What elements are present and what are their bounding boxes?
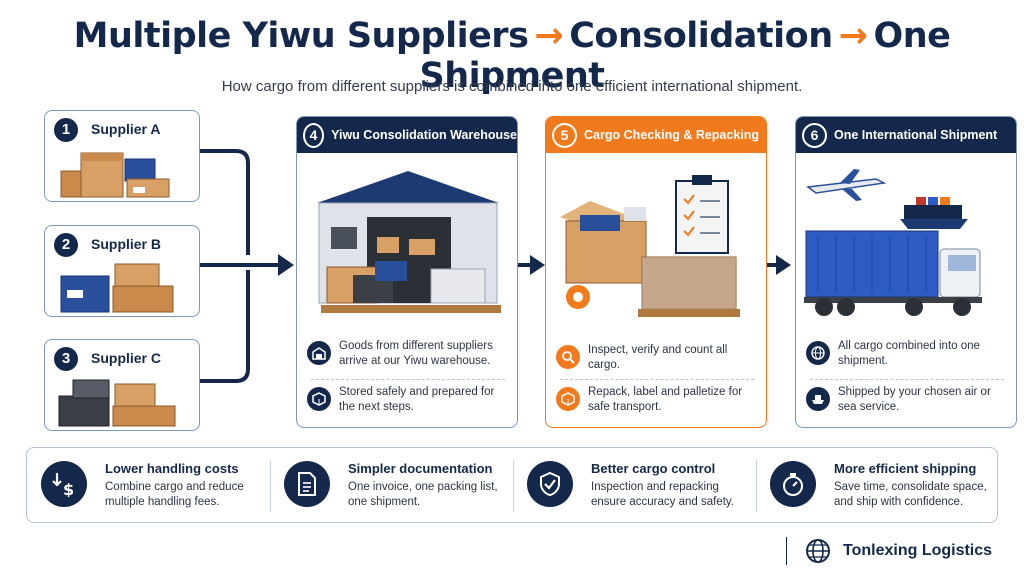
title-part2: Consolidation	[569, 16, 833, 56]
benefit-title: More efficient shipping	[834, 461, 977, 476]
supplier-label: Supplier A	[91, 121, 161, 137]
benefit-documentation: Simpler documentation One invoice, one p…	[270, 448, 513, 524]
supplier-number: 2	[54, 233, 78, 257]
benefit-description: Combine cargo and reduce multiple handli…	[105, 481, 244, 508]
stopwatch-icon	[770, 461, 816, 507]
magnifier-icon	[556, 345, 580, 369]
box-icon	[307, 387, 331, 411]
arrow-to-panel-6	[776, 255, 791, 275]
benefit-description: Save time, consolidate space, and ship w…	[834, 481, 987, 508]
wrapped-packages-icon	[58, 379, 176, 427]
feature-item: Stored safely and prepared for the next …	[307, 385, 507, 415]
separator	[270, 460, 271, 512]
feature-text: Goods from different suppliers arrive at…	[339, 340, 493, 367]
panel-consolidation-warehouse: 4 Yiwu Consolidation Warehouse Goods fro…	[296, 116, 518, 428]
benefit-lower-costs: $ Lower handling costs Combine cargo and…	[27, 448, 270, 524]
connector-supplier-a	[200, 149, 250, 255]
panel-title: One International Shipment	[834, 128, 998, 142]
feature-text: Stored safely and prepared for the next …	[339, 386, 495, 413]
panel-cargo-checking: 5 Cargo Checking & Repacking Inspect, ve…	[545, 116, 767, 428]
cost-down-icon: $	[41, 461, 87, 507]
supplier-label: Supplier C	[91, 350, 162, 366]
feature-text: All cargo combined into one shipment.	[838, 340, 980, 367]
arrow-to-panel-4	[278, 254, 294, 276]
title-arrow-2: →	[838, 16, 868, 56]
panel-header: 4 Yiwu Consolidation Warehouse	[297, 117, 517, 153]
brand-footer: Tonlexing Logistics	[786, 536, 992, 566]
step-number: 5	[552, 122, 577, 148]
feature-item: All cargo combined into one shipment.	[806, 339, 1006, 369]
feature-text: Inspect, verify and count all cargo.	[588, 344, 728, 371]
divider	[311, 379, 505, 380]
supplier-number: 3	[54, 347, 78, 371]
divider	[810, 379, 1004, 380]
feature-item: Shipped by your chosen air or sea servic…	[806, 385, 1006, 415]
blue-and-brown-boxes-icon	[60, 263, 174, 313]
separator	[756, 460, 757, 512]
supplier-label: Supplier B	[91, 236, 162, 252]
cardboard-boxes-icon	[60, 152, 170, 198]
svg-text:$: $	[63, 480, 74, 497]
supplier-card-a: 1 Supplier A	[44, 110, 200, 202]
benefit-description: Inspection and repacking ensure accuracy…	[591, 481, 734, 508]
brand-divider	[786, 537, 787, 565]
title-part3: One Shipment	[419, 16, 951, 96]
supplier-card-c: 3 Supplier C	[44, 339, 200, 431]
benefit-title: Lower handling costs	[105, 461, 239, 476]
globe-icon	[806, 341, 830, 365]
panel-header: 6 One International Shipment	[796, 117, 1016, 153]
repacking-illustration	[560, 175, 740, 317]
panel-header: 5 Cargo Checking & Repacking	[546, 117, 766, 153]
supplier-card-b: 2 Supplier B	[44, 225, 200, 317]
box-icon	[556, 387, 580, 411]
document-icon	[284, 461, 330, 507]
separator	[513, 460, 514, 512]
benefit-description: One invoice, one packing list, one shipm…	[348, 481, 498, 508]
supplier-number: 1	[54, 118, 78, 142]
benefit-title: Simpler documentation	[348, 461, 493, 476]
benefit-cargo-control: Better cargo control Inspection and repa…	[513, 448, 756, 524]
title-part1: Multiple Yiwu Suppliers	[73, 16, 529, 56]
feature-item: Goods from different suppliers arrive at…	[307, 339, 507, 369]
feature-text: Repack, label and palletize for safe tra…	[588, 386, 743, 413]
panel-international-shipment: 6 One International Shipment All cargo c…	[795, 116, 1017, 428]
arrow-to-panel-5	[530, 255, 545, 275]
shield-check-icon	[527, 461, 573, 507]
divider	[560, 379, 754, 380]
feature-item: Repack, label and palletize for safe tra…	[556, 385, 756, 415]
benefit-title: Better cargo control	[591, 461, 716, 476]
step-number: 4	[303, 122, 325, 148]
page-title: Multiple Yiwu Suppliers→Consolidation→On…	[0, 16, 1024, 96]
shipment-illustration	[804, 169, 982, 316]
panel-title: Cargo Checking & Repacking	[584, 128, 760, 142]
page-subtitle: How cargo from different suppliers is co…	[221, 78, 803, 95]
benefits-bar: $ Lower handling costs Combine cargo and…	[26, 447, 998, 523]
step-number: 6	[802, 122, 827, 148]
brand-name: Tonlexing Logistics	[843, 542, 993, 559]
benefit-efficient-shipping: More efficient shipping Save time, conso…	[756, 448, 999, 524]
warehouse-illustration	[317, 171, 501, 313]
panel-title: Yiwu Consolidation Warehouse	[331, 128, 517, 142]
title-arrow-1: →	[534, 16, 564, 56]
ship-icon	[806, 387, 830, 411]
warehouse-icon	[307, 341, 331, 365]
connector-supplier-c	[200, 270, 250, 383]
feature-item: Inspect, verify and count all cargo.	[556, 343, 756, 373]
feature-text: Shipped by your chosen air or sea servic…	[838, 386, 991, 413]
globe-icon	[806, 539, 830, 563]
